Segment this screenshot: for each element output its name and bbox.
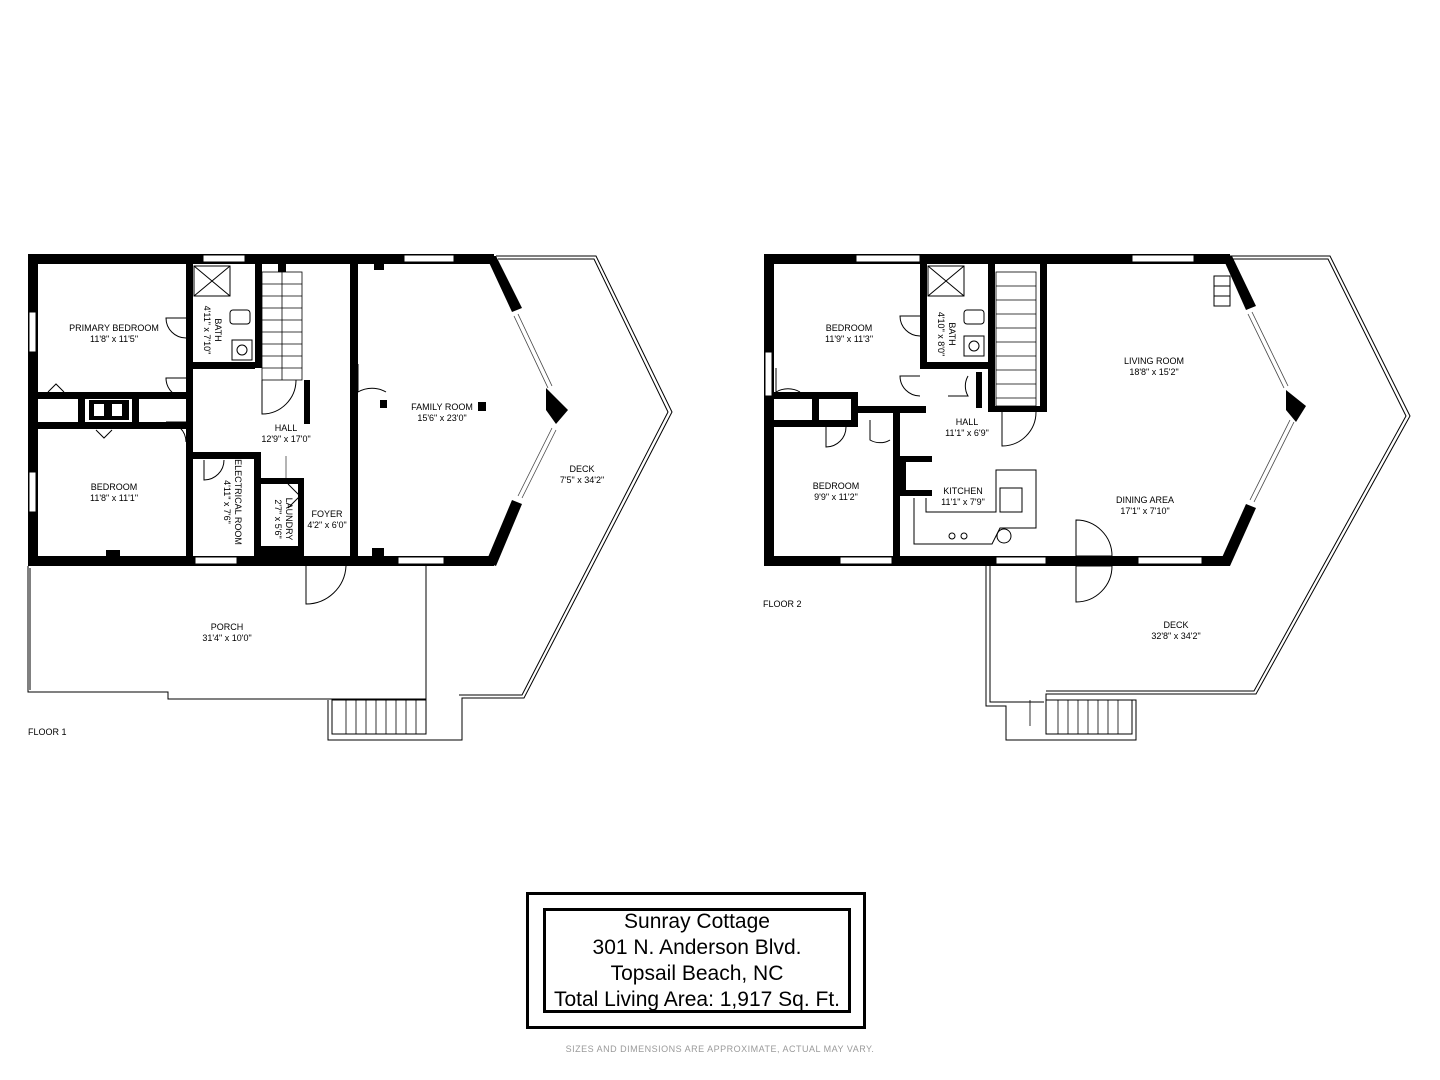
f2-dining-area-name: DINING AREA — [1116, 495, 1174, 505]
f1-hall-name: HALL — [275, 423, 298, 433]
f1-family-room-dims: 15'6" x 23'0" — [417, 413, 466, 423]
f1-electrical-room-dims: 4'11" x 7'6" — [222, 480, 232, 524]
f2-living-room-name: LIVING ROOM — [1124, 356, 1184, 366]
f1-family-room-name: FAMILY ROOM — [411, 402, 473, 412]
floor-1-label: FLOOR 1 — [28, 727, 67, 737]
f1-deck-name: DECK — [569, 464, 594, 474]
f1-foyer-dims: 4'2" x 6'0" — [307, 520, 346, 530]
f1-electrical-room-name: ELECTRICAL ROOM — [233, 459, 243, 545]
property-address: 301 N. Anderson Blvd. — [592, 935, 802, 959]
f2-bedroom-a-name: BEDROOM — [826, 323, 873, 333]
disclaimer-text: SIZES AND DIMENSIONS ARE APPROXIMATE, AC… — [565, 1044, 875, 1054]
floor-2-plan: BEDROOM 11'9" x 11'3" BEDROOM 9'9" x 11'… — [763, 254, 1411, 741]
f2-bedroom-b-dims: 9'9" x 11'2" — [814, 492, 858, 502]
f1-primary-bedroom-dims: 11'8" x 11'5" — [90, 334, 138, 344]
f2-deck-dims: 32'8" x 34'2" — [1151, 631, 1200, 641]
f2-bedroom-a-dims: 11'9" x 11'3" — [825, 334, 873, 344]
f2-kitchen-name: KITCHEN — [943, 486, 983, 496]
f2-hall-dims: 11'1" x 6'9" — [945, 428, 989, 438]
f2-deck-name: DECK — [1163, 620, 1188, 630]
f2-bath-dims: 4'10" x 8'0" — [936, 312, 946, 356]
property-name: Sunray Cottage — [624, 909, 770, 933]
f1-hall-dims: 12'9" x 17'0" — [261, 434, 310, 444]
floor-1-plan: PRIMARY BEDROOM 11'8" x 11'5" BEDROOM 11… — [27, 254, 673, 741]
f1-bedroom-name: BEDROOM — [91, 482, 138, 492]
f1-bath-name: BATH — [213, 318, 223, 341]
f1-foyer-name: FOYER — [311, 509, 343, 519]
stairs-floor-2 — [995, 271, 1037, 407]
f2-hall-name: HALL — [956, 417, 979, 427]
f2-bedroom-b-name: BEDROOM — [813, 481, 860, 491]
f1-porch-name: PORCH — [211, 622, 244, 632]
f2-living-room-dims: 18'8" x 15'2" — [1129, 367, 1178, 377]
f1-primary-bedroom-name: PRIMARY BEDROOM — [69, 323, 159, 333]
f1-porch-dims: 31'4" x 10'0" — [202, 633, 251, 643]
f1-bedroom-dims: 11'8" x 11'1" — [90, 493, 138, 503]
f1-bath-dims: 4'11" x 7'10" — [202, 306, 212, 355]
f2-bath-name: BATH — [947, 322, 957, 345]
porch-steps — [331, 699, 427, 735]
title-block-inner: Sunray Cottage 301 N. Anderson Blvd. Top… — [543, 908, 851, 1013]
f1-deck-dims: 7'5" x 34'2" — [560, 475, 604, 485]
f1-laundry-name: LAUNDRY — [284, 498, 294, 541]
deck-steps — [1029, 699, 1133, 735]
f2-dining-area-dims: 17'1" x 7'10" — [1120, 506, 1169, 516]
total-living-area: Total Living Area: 1,917 Sq. Ft. — [553, 987, 840, 1011]
stairs-floor-1 — [261, 271, 303, 381]
f1-laundry-dims: 2'7" x 5'6" — [273, 499, 283, 538]
floor-2-label: FLOOR 2 — [763, 599, 802, 609]
title-block: Sunray Cottage 301 N. Anderson Blvd. Top… — [526, 892, 866, 1029]
property-city: Topsail Beach, NC — [610, 961, 784, 985]
f2-kitchen-dims: 11'1" x 7'9" — [941, 497, 985, 507]
